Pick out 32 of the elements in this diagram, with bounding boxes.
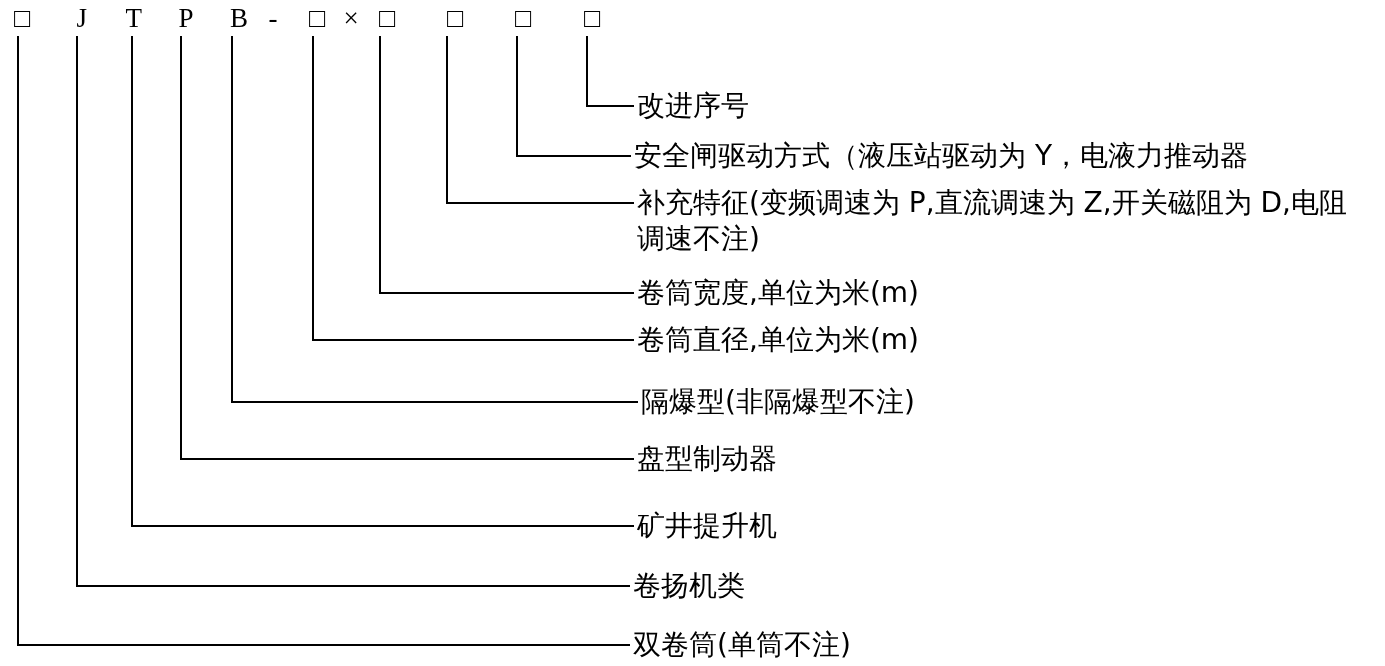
placeholder-symbol: □ <box>515 3 532 33</box>
placeholder-symbol: □ <box>14 3 31 33</box>
leader-line <box>180 35 635 460</box>
separator-dash: - <box>268 3 278 33</box>
explanation-text: 安全闸驱动方式（液压站驱动为 Y，电液力推动器 <box>634 138 1248 174</box>
code-letter: P <box>178 3 194 33</box>
multiplication-sign: × <box>343 3 359 33</box>
leader-line <box>312 35 635 341</box>
explanation-text: 盘型制动器 <box>637 441 777 477</box>
code-letter: B <box>230 3 248 33</box>
explanation-text: 改进序号 <box>637 88 749 124</box>
code-letter: J <box>76 3 87 33</box>
explanation-text: 双卷筒(单筒不注) <box>633 627 851 663</box>
placeholder-symbol: □ <box>584 3 601 33</box>
leader-line <box>17 35 631 646</box>
explanation-text: 隔爆型(非隔爆型不注) <box>641 384 915 420</box>
leader-line <box>446 35 635 204</box>
leader-line <box>586 35 635 107</box>
leader-line <box>231 35 639 403</box>
placeholder-symbol: □ <box>447 3 464 33</box>
placeholder-symbol: □ <box>309 3 326 33</box>
leader-line <box>131 35 635 527</box>
leader-line <box>516 35 632 157</box>
placeholder-symbol: □ <box>379 3 396 33</box>
leader-line <box>379 35 635 294</box>
explanation-text: 补充特征(变频调速为 P,直流调速为 Z,开关磁阻为 D,电阻调速不注) <box>637 185 1359 257</box>
explanation-text: 卷筒直径,单位为米(m) <box>637 322 920 358</box>
explanation-text: 卷筒宽度,单位为米(m) <box>637 275 920 311</box>
explanation-text: 矿井提升机 <box>637 508 777 544</box>
explanation-text: 卷扬机类 <box>633 568 745 604</box>
code-letter: T <box>125 3 142 33</box>
leader-line <box>76 35 631 587</box>
